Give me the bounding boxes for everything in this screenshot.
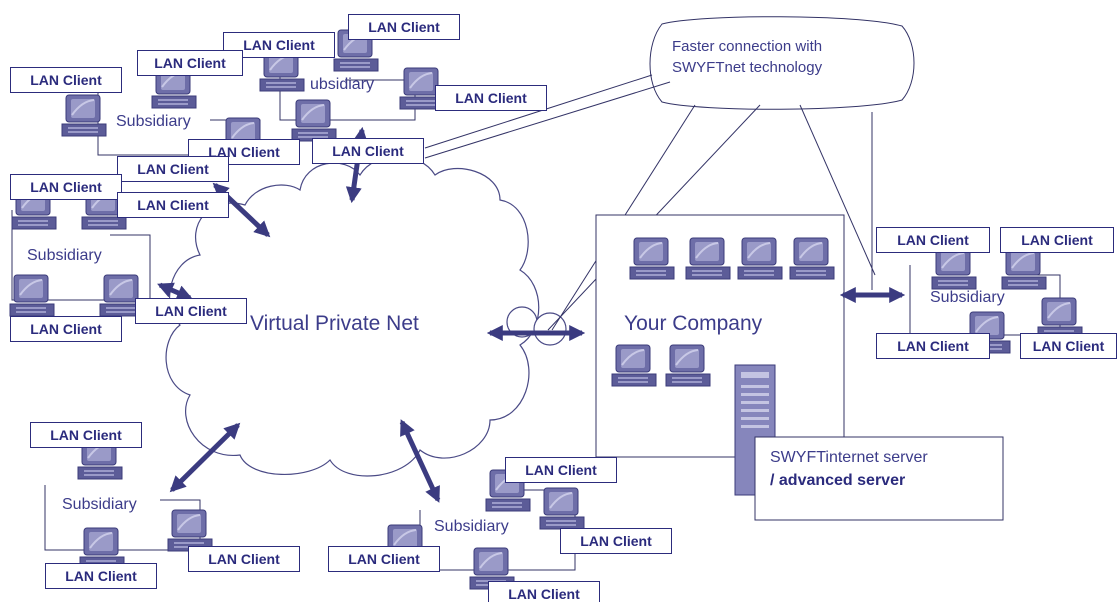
lan-client-label: LAN Client xyxy=(117,192,229,218)
lan-client-label: LAN Client xyxy=(876,227,990,253)
lan-client-label: LAN Client xyxy=(10,174,122,200)
company-label: Your Company xyxy=(624,312,763,335)
subsidiary-label: Subsidiary xyxy=(930,289,1005,306)
lan-client-label: LAN Client xyxy=(328,546,440,572)
computer-icon xyxy=(1001,247,1047,290)
callout-line-1: Faster connection with xyxy=(672,38,823,55)
lan-client-label: LAN Client xyxy=(45,563,157,589)
server-line-1: SWYFTinternet server xyxy=(770,449,928,466)
callout-text: Faster connection with SWYFTnet technolo… xyxy=(672,36,822,78)
subsidiary-label: Subsidiary xyxy=(62,496,137,513)
lan-client-label: LAN Client xyxy=(135,298,247,324)
lan-client-label: LAN Client xyxy=(10,67,122,93)
server-line-2: / advanced server xyxy=(770,469,928,492)
computer-icon xyxy=(665,344,711,387)
vpn-label: Virtual Private Net xyxy=(250,312,419,335)
computer-icon xyxy=(539,487,585,530)
server-text: SWYFTinternet server / advanced server xyxy=(770,446,928,492)
computer-icon xyxy=(931,247,977,290)
computer-icon xyxy=(291,99,337,142)
computer-icon xyxy=(789,237,835,280)
lan-client-label: LAN Client xyxy=(435,85,547,111)
lan-client-label: LAN Client xyxy=(488,581,600,602)
subsidiary-label: Subsidiary xyxy=(116,113,191,130)
computer-icon xyxy=(629,237,675,280)
subsidiary-label: ubsidiary xyxy=(310,76,375,93)
computer-icon xyxy=(9,274,55,317)
lan-client-label: LAN Client xyxy=(1000,227,1114,253)
lan-client-label: LAN Client xyxy=(505,457,617,483)
lan-client-label: LAN Client xyxy=(348,14,460,40)
lan-client-label: LAN Client xyxy=(10,316,122,342)
computer-icon xyxy=(167,509,213,552)
callout-line-2: SWYFTnet technology xyxy=(672,59,823,76)
lan-client-label: LAN Client xyxy=(876,333,990,359)
lan-client-label: LAN Client xyxy=(30,422,142,448)
lan-client-label: LAN Client xyxy=(137,50,243,76)
lan-client-label: LAN Client xyxy=(188,546,300,572)
subsidiary-label: Subsidiary xyxy=(27,247,102,264)
lan-client-label: LAN Client xyxy=(312,138,424,164)
computer-icon xyxy=(611,344,657,387)
callout-bubble xyxy=(649,16,915,110)
lan-client-label: LAN Client xyxy=(1020,333,1117,359)
lan-client-label: LAN Client xyxy=(117,156,229,182)
computer-icon xyxy=(737,237,783,280)
server-line-2-bold: / advanced server xyxy=(770,472,906,489)
subsidiary-label: Subsidiary xyxy=(434,518,509,535)
lan-client-label: LAN Client xyxy=(560,528,672,554)
server-box xyxy=(754,436,1004,521)
computer-icon xyxy=(685,237,731,280)
computer-icon xyxy=(61,94,107,137)
